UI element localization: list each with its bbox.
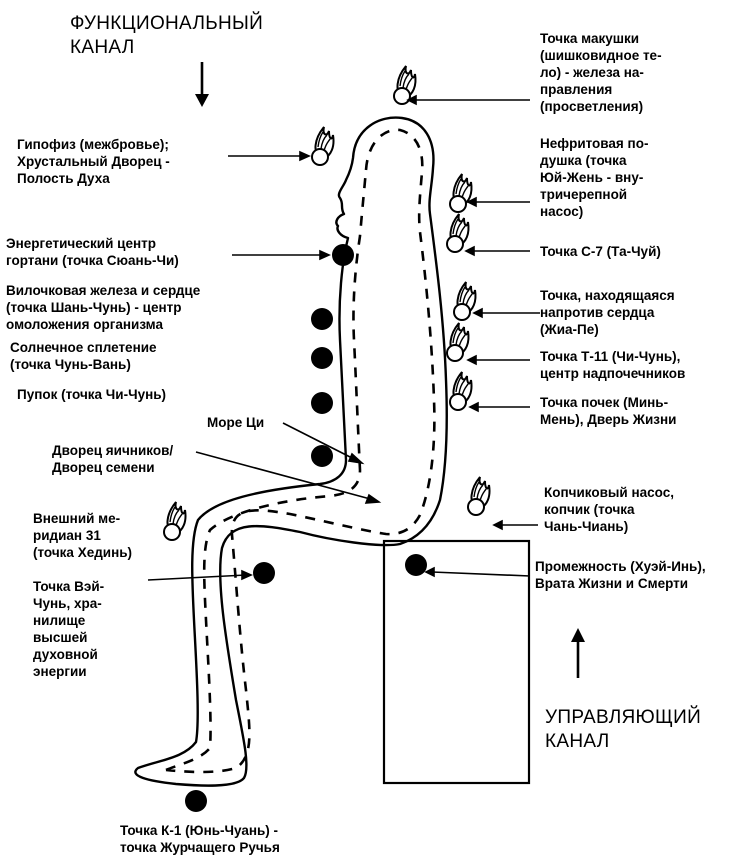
label-wei-chung: Точка Вэй- Чунь, хра- нилище высшей духо… xyxy=(33,578,104,680)
flame-icon-c7 xyxy=(447,214,469,252)
throat-dot xyxy=(332,244,354,266)
flame-icon-opposite-heart xyxy=(454,282,476,320)
label-k1: Точка К-1 (Юнь-Чуань) - точка Журчащего … xyxy=(120,822,280,856)
label-jade-pillow: Нефритовая по- душка (точка Юй-Жень - вн… xyxy=(540,135,648,220)
ovary-palace-dot xyxy=(311,445,333,467)
flame-icon-pituitary xyxy=(312,127,334,165)
navel-dot xyxy=(311,392,333,414)
label-ovary-palace: Дворец яичников/ Дворец семени xyxy=(52,442,173,476)
label-thymus: Вилочковая железа и сердце (точка Шань-Ч… xyxy=(6,282,200,333)
label-solar-plexus: Солнечное сплетение (точка Чунь-Вань) xyxy=(10,339,157,373)
flame-icon-outer-meridian xyxy=(164,502,186,540)
label-kidney: Точка почек (Минь- Мень), Дверь Жизни xyxy=(540,394,676,428)
label-crown: Точка макушки (шишковидное те- ло) - жел… xyxy=(540,30,662,115)
functional-channel-heading: ФУНКЦИОНАЛЬНЫЙ КАНАЛ xyxy=(70,12,263,60)
down-arrow-icon xyxy=(195,62,209,107)
label-t11: Точка Т-11 (Чи-Чунь), центр надпочечнико… xyxy=(540,348,685,382)
k1-dot xyxy=(185,790,207,812)
wei-chung-dot xyxy=(253,562,275,584)
thymus-dot xyxy=(311,308,333,330)
flame-icon-t11 xyxy=(447,323,469,361)
label-c7: Точка С-7 (Та-Чуй) xyxy=(540,243,661,260)
label-chi-sea: Море Ци xyxy=(207,414,264,431)
flame-icon-coccyx xyxy=(468,477,490,515)
label-perineum: Промежность (Хуэй-Инь), Врата Жизни и См… xyxy=(535,558,706,592)
label-coccyx: Копчиковый насос, копчик (точка Чань-Чиа… xyxy=(544,484,674,535)
label-outer-meridian: Внешний ме- ридиан 31 (точка Хединь) xyxy=(33,510,132,561)
label-opposite-heart: Точка, находящаяся напротив сердца (Жиа-… xyxy=(540,287,675,338)
label-pituitary: Гипофиз (межбровье); Хрустальный Дворец … xyxy=(17,136,170,187)
perineum-dot xyxy=(405,554,427,576)
label-throat: Энергетический центр гортани (точка Сюан… xyxy=(6,235,179,269)
governing-channel-heading: УПРАВЛЯЮЩИЙ КАНАЛ xyxy=(545,706,701,754)
flame-icon-jade-pillow xyxy=(450,174,472,212)
seat-block xyxy=(384,541,529,783)
up-arrow-icon xyxy=(571,628,585,678)
solar-plexus-dot xyxy=(311,347,333,369)
flame-icon-kidney xyxy=(450,372,472,410)
label-navel: Пупок (точка Чи-Чунь) xyxy=(17,386,166,403)
